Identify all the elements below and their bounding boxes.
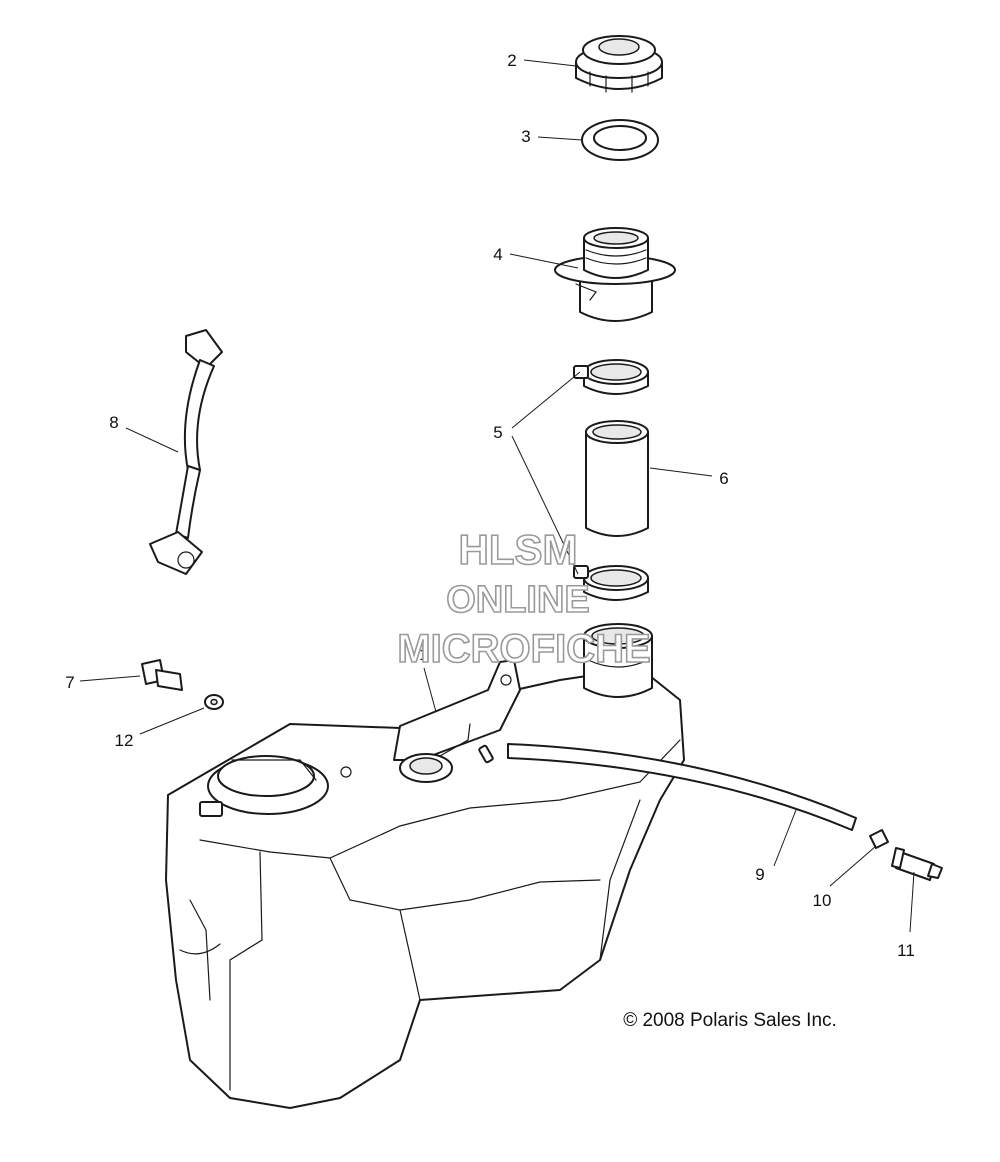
part-6-filler-hose xyxy=(585,420,649,537)
callout-11: 11 xyxy=(897,941,915,960)
part-2-fuel-cap xyxy=(575,35,663,93)
watermark-line-2: ONLINE xyxy=(446,579,590,621)
part-5-hose-clamps xyxy=(573,359,649,601)
watermark-line-3: MICROFICHE xyxy=(397,627,650,671)
callout-5: 5 xyxy=(493,423,502,442)
part-3-gasket xyxy=(581,119,659,161)
callout-12: 12 xyxy=(115,731,134,750)
part-4-filler-neck xyxy=(554,227,676,322)
part-10-plug xyxy=(869,829,889,849)
callout-4: 4 xyxy=(493,245,502,264)
callout-9: 9 xyxy=(755,865,764,884)
watermark: HLSM ONLINE MICROFICHE xyxy=(397,525,652,672)
part-8-vent-line xyxy=(149,329,223,575)
callout-3: 3 xyxy=(521,127,530,146)
callout-2: 2 xyxy=(507,51,516,70)
callout-10: 10 xyxy=(813,891,832,910)
callout-1: 1 xyxy=(419,645,428,664)
part-7-bolt xyxy=(141,659,183,691)
part-12-washer xyxy=(204,694,224,710)
callout-6: 6 xyxy=(719,469,728,488)
part-11-check-valve xyxy=(891,847,943,881)
part-1-fuel-tank xyxy=(165,623,685,1109)
copyright-notice: © 2008 Polaris Sales Inc. xyxy=(623,1010,837,1031)
leader-lines xyxy=(79,59,915,933)
watermark-line-1: HLSM xyxy=(459,526,578,573)
callout-8: 8 xyxy=(109,413,118,432)
callout-7: 7 xyxy=(65,673,74,692)
part-9-breather-hose xyxy=(507,743,857,831)
